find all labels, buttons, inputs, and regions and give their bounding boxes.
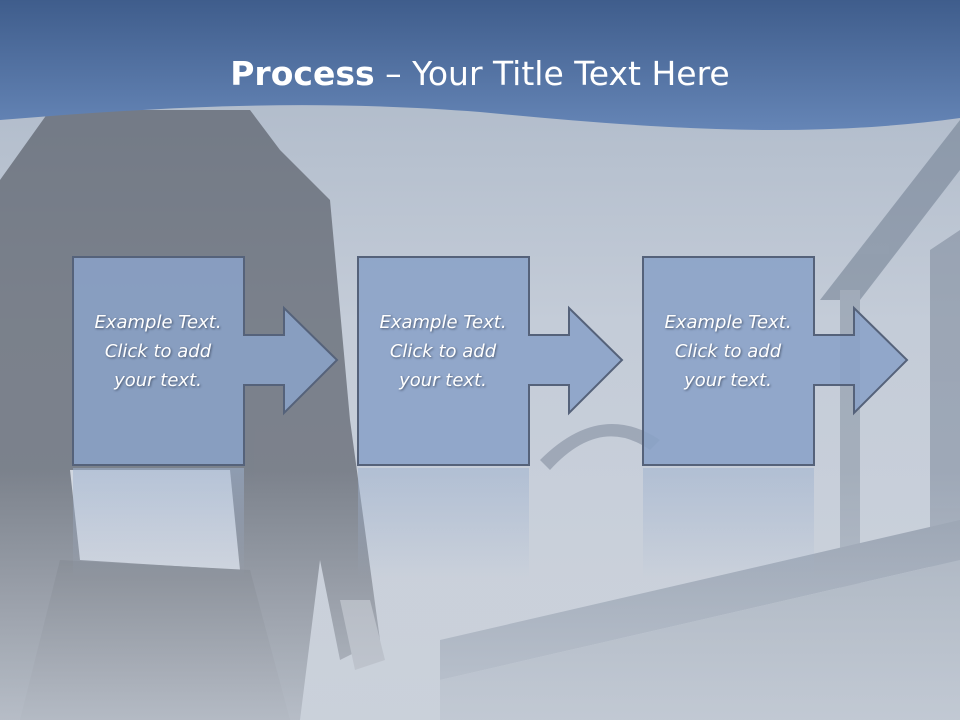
title-rest: – Your Title Text Here bbox=[374, 54, 730, 93]
step-1-reflection bbox=[73, 468, 244, 578]
step-label: Example Text. Click to add your text. bbox=[72, 308, 244, 395]
step-label-line-3: your text. bbox=[399, 370, 487, 391]
step-label-line-2: Click to add bbox=[674, 341, 782, 362]
step-label-line-1: Example Text. bbox=[664, 312, 792, 333]
step-3-reflection bbox=[643, 468, 814, 578]
process-step-1[interactable]: Example Text. Click to add your text. bbox=[72, 256, 342, 468]
step-label-line-2: Click to add bbox=[104, 341, 212, 362]
arrow-box-shape bbox=[642, 256, 909, 466]
step-label: Example Text. Click to add your text. bbox=[357, 308, 529, 395]
step-label-line-2: Click to add bbox=[389, 341, 497, 362]
arrow-box-shape bbox=[357, 256, 624, 466]
step-2-reflection bbox=[358, 468, 529, 578]
header-band bbox=[0, 0, 960, 131]
step-label-line-1: Example Text. bbox=[94, 312, 222, 333]
step-label: Example Text. Click to add your text. bbox=[642, 308, 814, 395]
step-label-line-3: your text. bbox=[684, 370, 772, 391]
slide-title[interactable]: Process – Your Title Text Here bbox=[0, 52, 960, 96]
process-step-2[interactable]: Example Text. Click to add your text. bbox=[357, 256, 627, 468]
step-label-line-1: Example Text. bbox=[379, 312, 507, 333]
step-label-line-3: your text. bbox=[114, 370, 202, 391]
title-bold: Process bbox=[230, 54, 375, 93]
process-step-3[interactable]: Example Text. Click to add your text. bbox=[642, 256, 912, 468]
arrow-box-shape bbox=[72, 256, 339, 466]
